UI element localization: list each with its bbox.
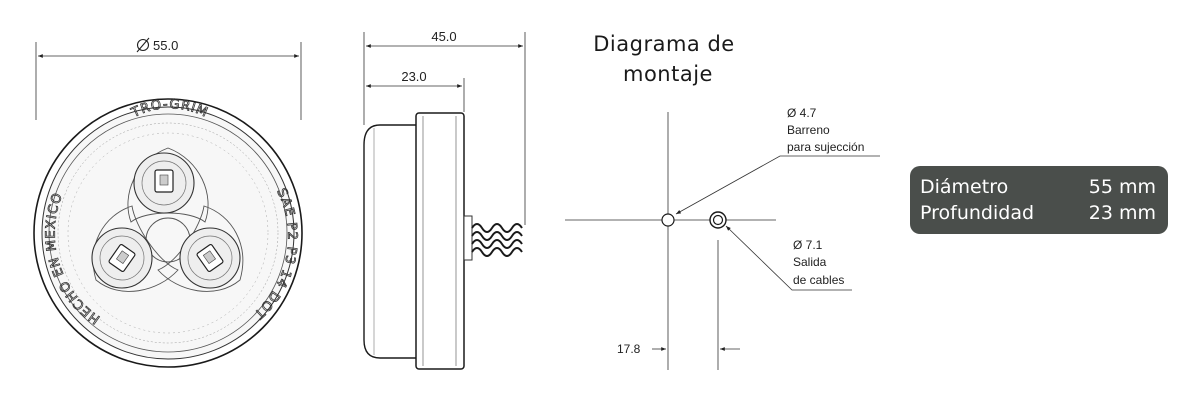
diameter-symbol-icon [136,37,150,53]
body-depth-label: 23.0 [401,69,426,84]
cable-hole-inner [712,214,724,226]
cable-hole-diameter: Ø 7.1 [793,238,823,252]
cable-grommet [463,215,473,261]
mounting-title-line1: Diagrama de [593,32,734,56]
cable-hole-desc1: Salida [793,255,827,269]
led-pod-right [179,227,241,289]
side-view: 45.0 23.0 [363,29,526,370]
mounting-diagram: Diagrama de montaje Ø 4.7 Barreno para s… [565,32,880,370]
leader-cable-hole [725,225,852,291]
mounting-title-line2: montaje [623,62,713,86]
spec-row-diameter: Diámetro 55 mm [920,174,1156,200]
cable-hole-desc2: de cables [793,273,844,287]
lens-texture-ring [57,122,279,344]
spec-label: Profundidad [920,202,1035,224]
overall-depth-label: 45.0 [431,29,456,44]
small-hole-diameter: Ø 4.7 [787,106,817,120]
leader-small-hole [675,155,880,215]
lens-profile [363,124,419,359]
spec-box: Diámetro 55 mm Profundidad 23 mm [910,166,1168,234]
cable-spring [471,223,523,257]
spec-value: 23 mm [1088,202,1156,224]
hole-spacing-label: 17.8 [617,342,641,356]
spec-value: 55 mm [1088,176,1156,198]
lamp-lens-edge [48,113,288,353]
small-hole-desc2: para sujección [787,140,864,154]
led-pod-top [133,152,195,214]
diameter-label: 55.0 [153,38,178,53]
mounting-hole-small [661,213,675,227]
spec-label: Diámetro [920,176,1009,198]
small-hole-desc1: Barreno [787,123,830,137]
front-view: 55.0 TRO-GRIM HECHO EN MEXICO SAE P2 P3 … [33,37,303,368]
lens-texture-ring [67,132,269,334]
lamp-bezel [41,106,295,360]
spec-row-depth: Profundidad 23 mm [920,200,1156,226]
led-pod-left [91,227,153,289]
